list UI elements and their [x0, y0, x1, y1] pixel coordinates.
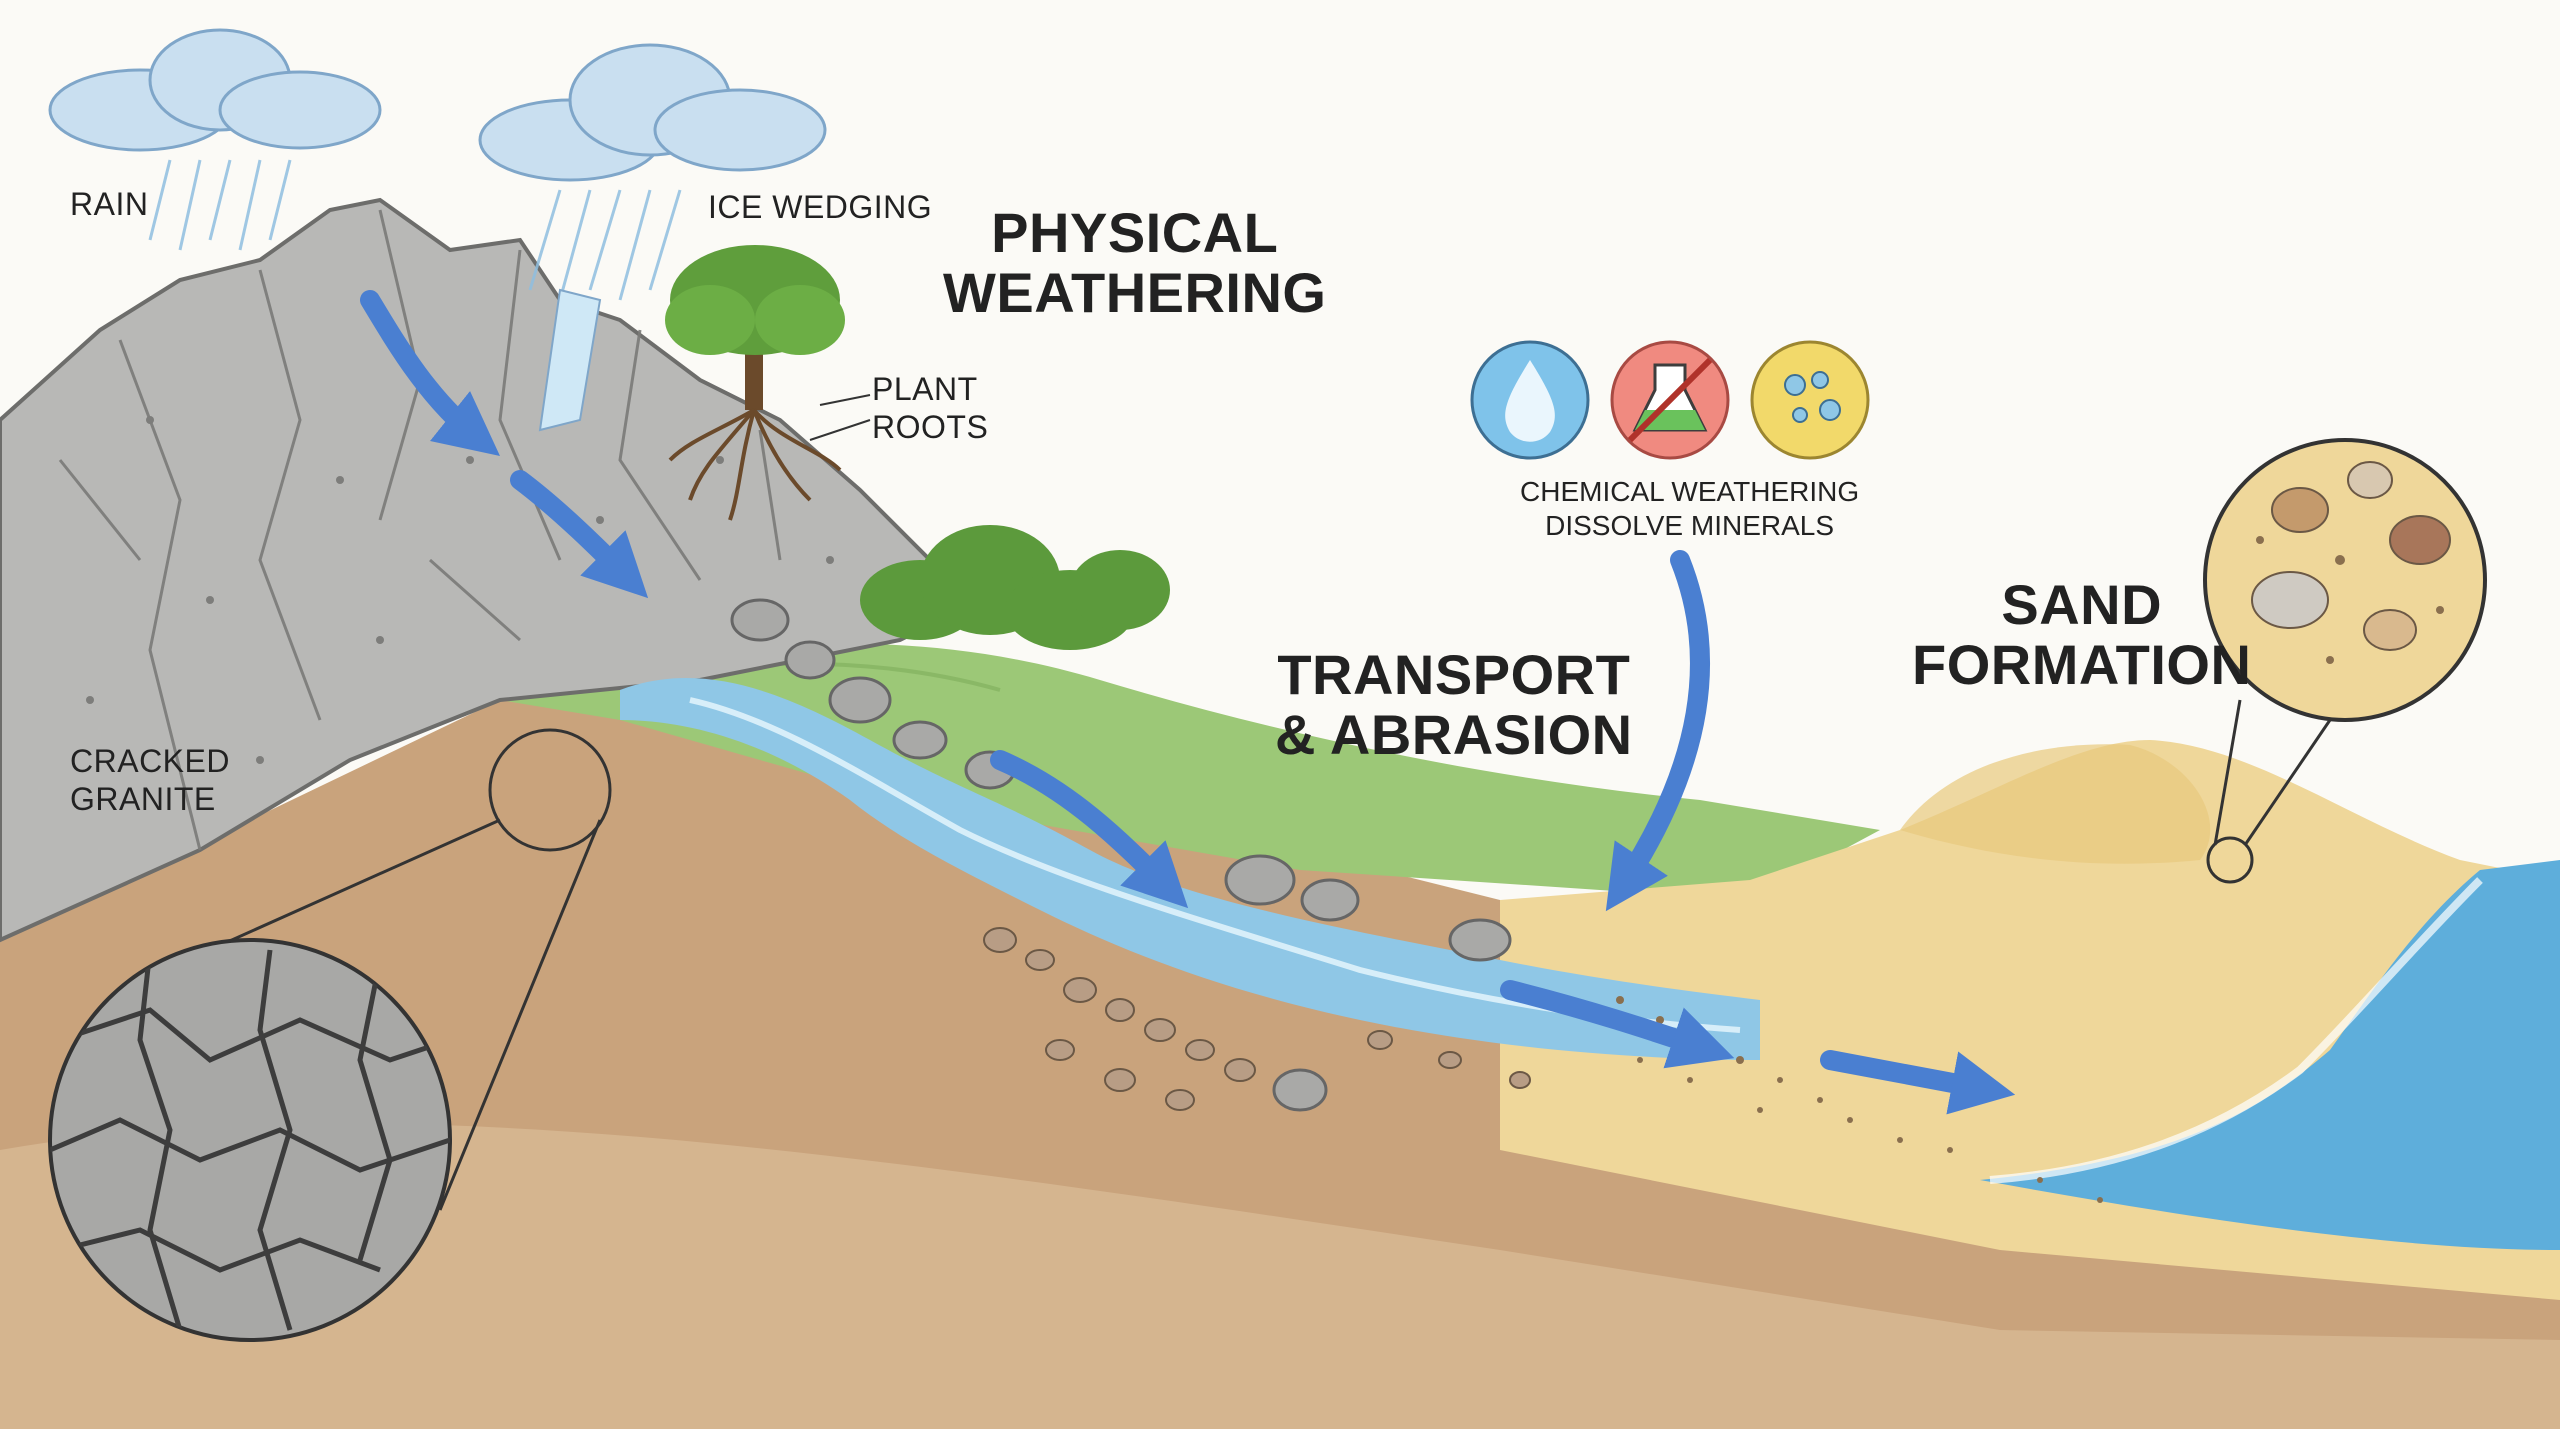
flow-arrows: [360, 290, 2016, 1115]
label-transport-abrasion-line1: TRANSPORT: [1277, 643, 1631, 706]
label-sand-formation-line1: SAND: [2001, 573, 2163, 636]
arrow-river-1: [990, 750, 1189, 909]
sand-zoom-callout: [2203, 438, 2487, 884]
arrow-rockfall-2: [510, 470, 649, 599]
ocean: [1980, 860, 2560, 1250]
label-plant-roots: PLANT ROOTS: [872, 370, 988, 446]
label-rain: RAIN: [70, 186, 149, 222]
river-pebbles: [983, 927, 1531, 1111]
cloud-right: [478, 43, 827, 182]
label-cracked-granite-line2: GRANITE: [70, 781, 216, 817]
arrow-rockfall-1: [360, 290, 500, 456]
arrow-chemical: [1605, 550, 1710, 912]
dissolved-minerals-icon: [1750, 340, 1870, 460]
label-transport-abrasion-line2: & ABRASION: [1275, 703, 1633, 766]
tree-with-roots: [665, 245, 845, 521]
granite-zoom-callout: [48, 728, 612, 1342]
label-physical-weathering-line2: WEATHERING: [943, 261, 1327, 324]
no-acid-flask-icon: [1610, 340, 1730, 460]
arrow-river-2: [1500, 980, 1735, 1069]
bushes: [860, 525, 1170, 650]
label-plant-roots-line2: ROOTS: [872, 409, 989, 445]
label-cracked-granite-line1: CRACKED: [70, 743, 230, 779]
label-physical-weathering-line1: PHYSICAL: [991, 201, 1279, 264]
label-sand-formation: SAND FORMATION: [1912, 575, 2251, 695]
label-chemical-weathering-line2: DISSOLVE MINERALS: [1545, 510, 1835, 541]
river: [620, 678, 1760, 1060]
sand-dune: [1900, 744, 2211, 864]
cloud-left: [48, 28, 382, 152]
sand-grains: [1616, 996, 2103, 1203]
label-plant-roots-line1: PLANT: [872, 371, 978, 407]
rain-streaks: [148, 159, 682, 301]
roots-leader: [809, 394, 871, 441]
arrow-to-beach: [1820, 1050, 2016, 1115]
deep-soil: [0, 1123, 2560, 1429]
label-chemical-weathering: CHEMICAL WEATHERING DISSOLVE MINERALS: [1520, 475, 1859, 543]
label-transport-abrasion: TRANSPORT & ABRASION: [1275, 645, 1633, 765]
label-chemical-weathering-line1: CHEMICAL WEATHERING: [1520, 476, 1860, 507]
boulders: [730, 598, 1512, 1112]
ice-wedge: [538, 288, 602, 432]
label-cracked-granite: CRACKED GRANITE: [70, 742, 230, 818]
water-drop-icon: [1470, 340, 1590, 460]
granite-mountain: [0, 197, 963, 943]
label-physical-weathering: PHYSICAL WEATHERING: [943, 203, 1327, 323]
label-sand-formation-line2: FORMATION: [1912, 633, 2252, 696]
label-ice-wedging: ICE WEDGING: [708, 189, 933, 225]
